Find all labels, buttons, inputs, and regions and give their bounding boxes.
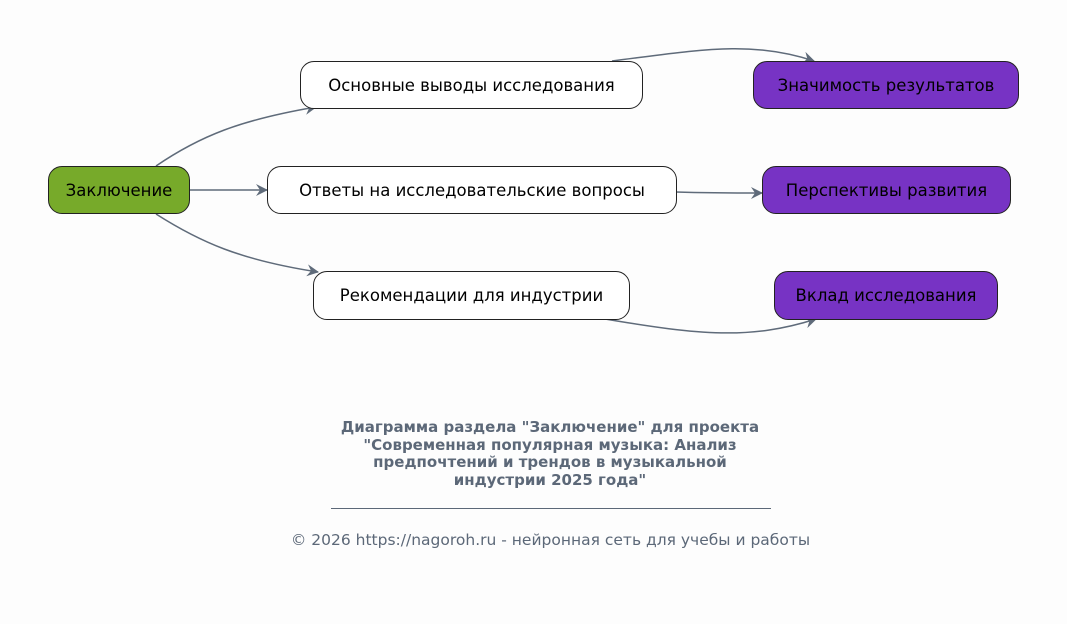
edge-recommendations-contribution	[604, 316, 817, 334]
node-recommendations[interactable]: Рекомендации для индустрии	[313, 271, 630, 320]
node-label: Ответы на исследовательские вопросы	[299, 180, 645, 200]
node-label: Заключение	[65, 180, 173, 200]
node-label: Вклад исследования	[795, 286, 977, 305]
edge-findings-significance	[611, 48, 815, 64]
node-label: Рекомендации для индустрии	[339, 286, 604, 305]
node-significance[interactable]: Значимость результатов	[753, 61, 1019, 109]
node-prospects[interactable]: Перспективы развития	[762, 166, 1011, 214]
node-contribution[interactable]: Вклад исследования	[774, 271, 998, 320]
edge-root-findings	[155, 102, 317, 167]
node-label: Перспективы развития	[785, 180, 988, 200]
edge-answers-prospects	[675, 186, 763, 199]
node-findings[interactable]: Основные выводы исследования	[300, 61, 643, 109]
footer-copyright: © 2026 https://nagoroh.ru - нейронная се…	[290, 531, 811, 549]
node-root[interactable]: Заключение	[48, 166, 190, 214]
node-label: Значимость результатов	[777, 75, 995, 95]
divider	[331, 508, 771, 509]
diagram-caption: Диаграмма раздела "Заключение" для проек…	[340, 418, 760, 489]
node-answers[interactable]: Ответы на исследовательские вопросы	[267, 166, 677, 214]
node-label: Основные выводы исследования	[328, 75, 615, 95]
edge-root-recommendations	[155, 213, 319, 277]
